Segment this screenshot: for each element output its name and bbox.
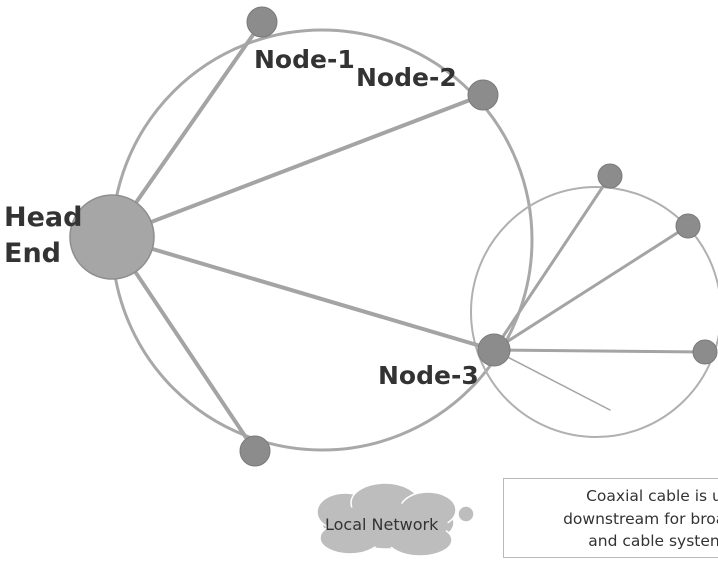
local-node-right xyxy=(692,339,718,365)
link-node-3-to-local-right-top xyxy=(492,224,690,352)
link-head-to-node-2 xyxy=(110,93,485,239)
link-head-to-node-3 xyxy=(110,235,496,352)
local-ring xyxy=(470,186,718,438)
head-end-label-line-1: Head xyxy=(4,202,82,233)
note-line-3: and cable systen xyxy=(588,532,718,550)
node-2-marker xyxy=(467,79,499,111)
link-head-to-node-1 xyxy=(110,20,264,239)
node-2-label: Node-2 xyxy=(356,63,457,92)
node-1-label: Node-1 xyxy=(254,45,355,74)
link-head-to-bottom-node xyxy=(110,235,257,453)
note-line-1: Coaxial cable is u xyxy=(586,487,718,505)
note-line-2: downstream for broadb xyxy=(563,510,718,528)
local-node-top xyxy=(597,163,623,189)
bottom-node-marker xyxy=(239,435,271,467)
head-end-hub xyxy=(69,194,155,280)
node-1-marker xyxy=(246,6,278,38)
link-node-3-to-local-drop xyxy=(493,349,611,411)
link-node-3-to-local-top xyxy=(492,174,612,352)
local-network-cloud xyxy=(316,482,475,557)
node-3-label: Node-3 xyxy=(378,361,479,390)
node-3-marker xyxy=(477,333,511,367)
local-network-label: Local Network xyxy=(325,515,439,534)
link-node-3-to-local-right xyxy=(492,348,707,354)
head-end-label-line-2: End xyxy=(4,238,61,269)
local-node-right-top xyxy=(675,213,701,239)
description-note: Coaxial cable is u downstream for broadb… xyxy=(503,478,718,558)
